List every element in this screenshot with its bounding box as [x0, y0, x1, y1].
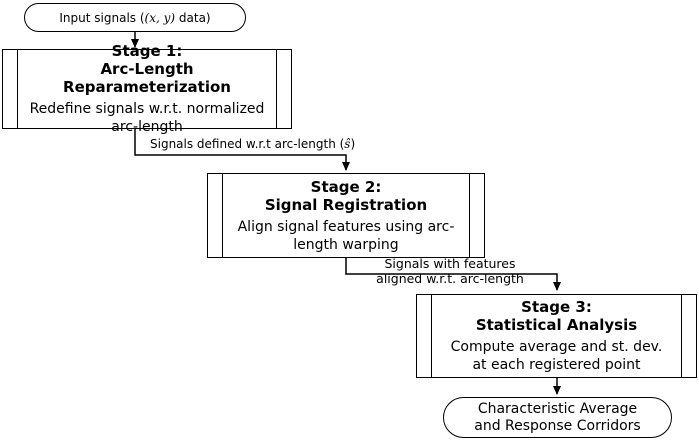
edge-label-arc-length: Signals defined w.r.t arc-length (ŝ): [150, 137, 356, 151]
stage-2-box: Stage 2: Signal Registration Align signa…: [207, 173, 485, 258]
stage-3-label: Stage 3:: [521, 298, 592, 316]
stage-1-label: Stage 1:: [111, 42, 183, 60]
stage-3-title: Statistical Analysis: [475, 316, 638, 334]
stage-2-title: Signal Registration: [264, 195, 428, 214]
arrow-stage2-to-stage3: [345, 258, 561, 291]
stage-2-label: Stage 2:: [310, 177, 382, 196]
stage-3-box: Stage 3: Statistical Analysis Compute av…: [416, 294, 697, 378]
stage-1-description: Redefine signals w.r.t. normalized arc-l…: [29, 101, 265, 135]
end-text: Characteristic Average and Response Corr…: [474, 400, 641, 434]
stage-1-title: Arc-Length Reparameterization: [63, 60, 231, 96]
stage-1-box: Stage 1: Arc-Length Reparameterization R…: [2, 42, 292, 135]
start-text: Input signals ((x, y) data): [59, 10, 211, 25]
arrow-stage1-to-stage2: [134, 129, 350, 171]
edge-label-aligned: Signals with features aligned w.r.t. arc…: [376, 256, 524, 286]
stage-3-description: Compute average and st. dev. at each reg…: [450, 339, 663, 373]
start-terminal: Input signals ((x, y) data): [24, 3, 246, 32]
end-terminal: Characteristic Average and Response Corr…: [443, 397, 672, 438]
stage-2-description: Align signal features using arc- length …: [237, 218, 455, 253]
